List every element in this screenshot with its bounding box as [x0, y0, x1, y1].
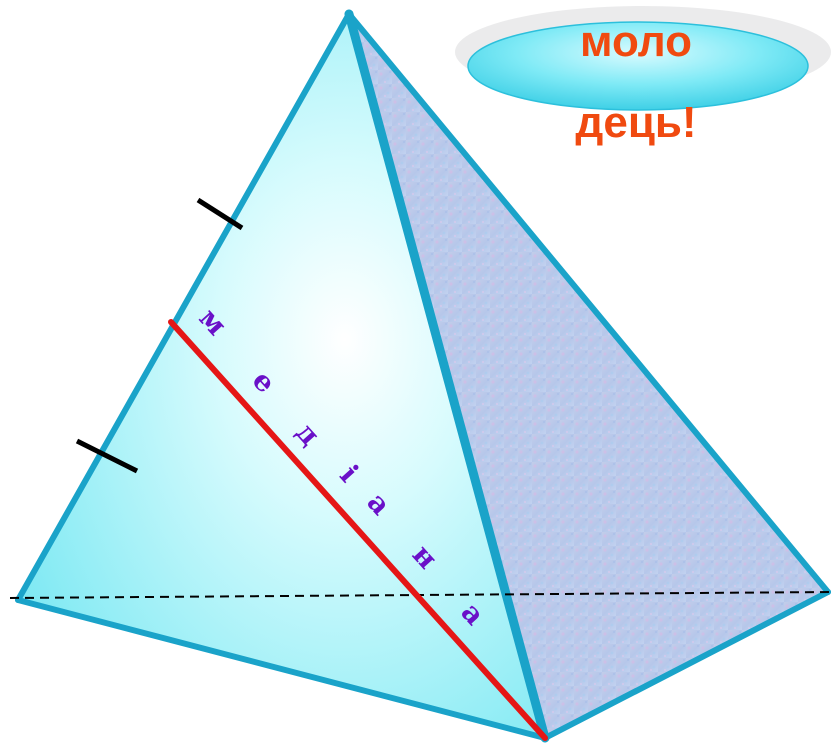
- badge-line2: дець!: [575, 98, 696, 147]
- edge-bottom-right: [542, 589, 831, 741]
- tick-mark-lower: [75, 438, 139, 474]
- edge-right-back: [346, 11, 831, 595]
- edge-left: [15, 11, 352, 603]
- pyramid-edges: [15, 9, 831, 743]
- dashed-line: [9, 591, 832, 599]
- edge-center: [344, 9, 550, 743]
- edge-bottom-front: [15, 597, 548, 741]
- front-face: [18, 14, 545, 738]
- side-face: [349, 14, 828, 738]
- median-line: [168, 319, 548, 741]
- badge-line1: моло: [580, 17, 692, 66]
- praise-badge: моло дець!: [455, 6, 831, 147]
- tick-mark-upper: [196, 197, 244, 231]
